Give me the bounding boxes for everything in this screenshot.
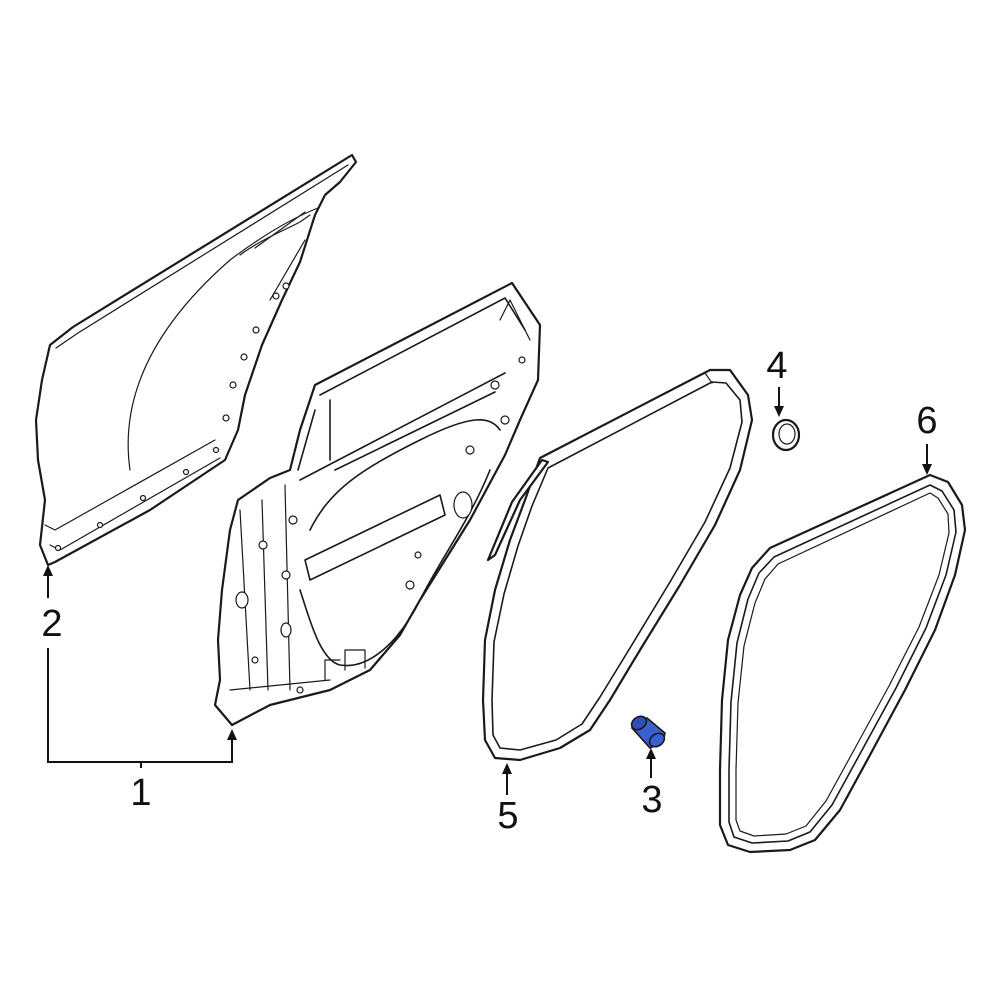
callout-3[interactable]: 3 — [641, 779, 662, 821]
body-weatherstrip[interactable] — [718, 473, 967, 854]
callout-6[interactable]: 6 — [916, 400, 937, 442]
arrow-2 — [43, 565, 53, 576]
callout-2[interactable]: 2 — [41, 603, 62, 645]
door-outer-skin[interactable] — [34, 153, 358, 567]
callout-labels: 1 2 3 4 5 6 — [41, 345, 937, 837]
arrow-3 — [646, 748, 656, 759]
leader-lines — [43, 387, 932, 795]
callout-5[interactable]: 5 — [497, 795, 518, 837]
leader-1-bracket — [47, 648, 233, 763]
grommet[interactable] — [771, 418, 801, 452]
arrow-5 — [502, 763, 512, 774]
arrow-4 — [774, 406, 784, 417]
arrow-1 — [227, 729, 237, 740]
callout-4[interactable]: 4 — [766, 345, 787, 387]
callout-1[interactable]: 1 — [130, 772, 151, 814]
door-shell[interactable] — [213, 281, 542, 727]
plug-highlighted[interactable] — [629, 713, 667, 749]
arrow-6 — [922, 464, 932, 475]
door-weatherstrip[interactable] — [481, 368, 754, 762]
